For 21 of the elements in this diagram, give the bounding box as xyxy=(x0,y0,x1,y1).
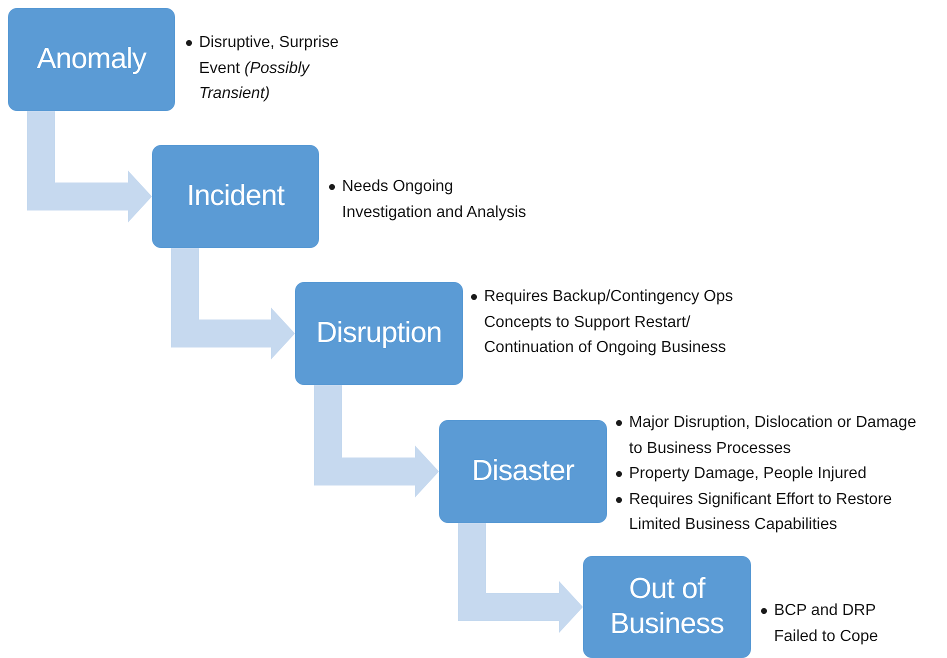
bullet-note: Property Damage, People Injured xyxy=(629,465,866,482)
bullet-note: Requires Significant Effort to Restore Limited Business Capabilities xyxy=(629,490,892,534)
elbow-arrow xyxy=(171,248,295,360)
elbow-arrow xyxy=(458,523,583,633)
bullet-note: Needs Ongoing Investigation and Analysis xyxy=(342,178,526,221)
bullet-note: Disruptive, Surprise Event (Possibly Transient) xyxy=(199,34,339,102)
stage-box xyxy=(152,145,319,248)
stage-box xyxy=(295,282,463,385)
stage-box xyxy=(583,556,751,658)
stage-title: Anomaly xyxy=(36,42,146,77)
elbow-arrow xyxy=(314,385,439,498)
bullet-note: Major Disruption, Dislocation or Damage to Business Processes xyxy=(629,414,916,457)
stage-box xyxy=(8,8,175,111)
stage-title: Disruption xyxy=(316,316,442,351)
bullet-note: BCP and DRP Failed to Cope xyxy=(774,602,878,645)
stage-title: Incident xyxy=(186,179,284,214)
stage-title: Out of Business xyxy=(609,572,725,642)
stage-title: Disaster xyxy=(472,454,574,489)
stage-box xyxy=(439,420,607,523)
elbow-arrow xyxy=(27,111,152,222)
bullet-note: Requires Backup/Contingency Ops Concepts to Support Restart/ Continuation of Ongoing Business xyxy=(484,288,734,356)
